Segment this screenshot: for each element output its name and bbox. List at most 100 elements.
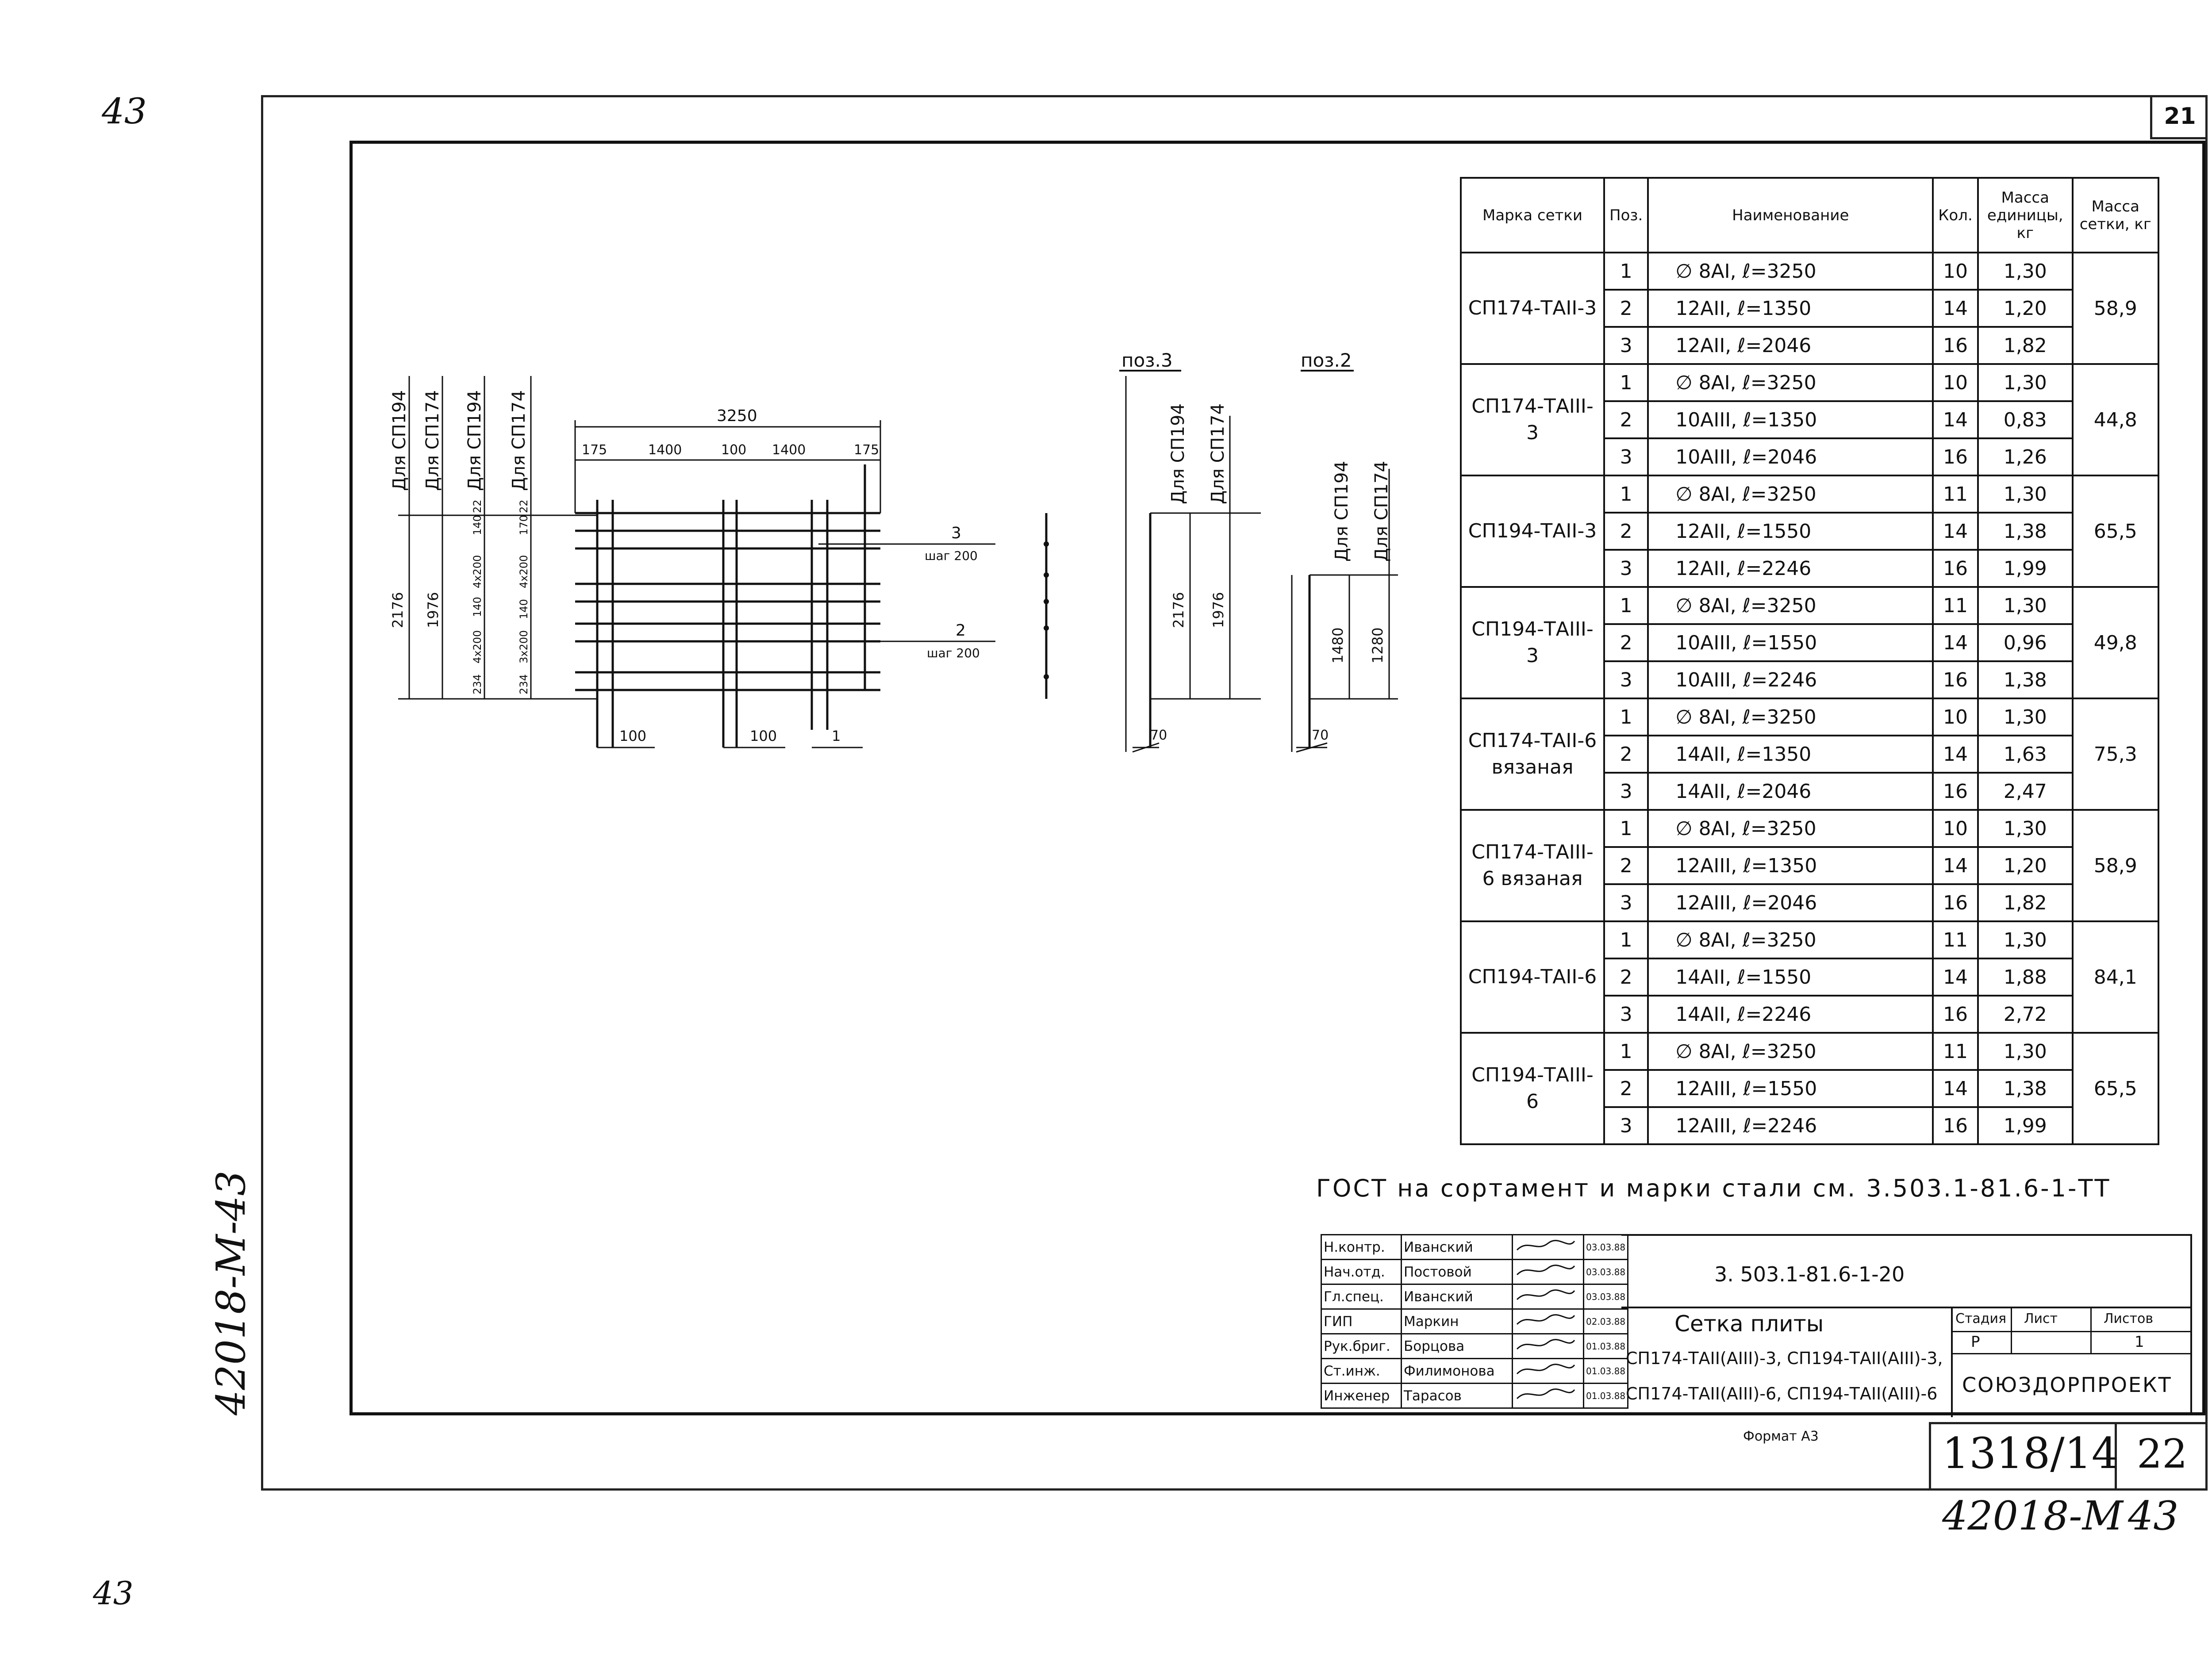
dim-seg: 1400 bbox=[648, 442, 682, 458]
label-for-sp174: Для СП174 bbox=[509, 390, 529, 491]
dim-total: 3250 bbox=[717, 407, 757, 425]
pos3-label: поз.3 bbox=[1121, 349, 1173, 371]
cell-qty: 16 bbox=[1932, 995, 1979, 1034]
cell-qty: 16 bbox=[1932, 772, 1979, 811]
cell-pos: 1 bbox=[1603, 252, 1649, 291]
cell-pos: 1 bbox=[1603, 586, 1649, 625]
cell-pos: 2 bbox=[1603, 958, 1649, 997]
pos3-label-sp194: Для СП194 bbox=[1168, 403, 1188, 504]
dim-v1: 140 bbox=[471, 597, 484, 617]
pos2-bottom: 70 bbox=[1312, 728, 1329, 743]
mesh-mass: 58,9 bbox=[2071, 809, 2159, 922]
mesh-mark: СП174-ТАII-6 вязаная bbox=[1460, 698, 1605, 811]
dim-v2: 3х200 bbox=[518, 630, 530, 663]
cell-qty: 11 bbox=[1932, 586, 1979, 625]
dim-v2: 234 bbox=[518, 674, 530, 694]
dim-v2: 140 bbox=[518, 599, 530, 619]
cell-name: 12АIII, ℓ=1550 bbox=[1647, 1069, 1934, 1108]
bottom-dim: 100 bbox=[750, 728, 777, 744]
sig-date: 03.03.88 bbox=[1582, 1234, 1629, 1260]
cell-name: 14АII, ℓ=1550 bbox=[1647, 958, 1934, 997]
cell-name: 12АIII, ℓ=1350 bbox=[1647, 846, 1934, 885]
stage-header: Стадия bbox=[1955, 1311, 2007, 1326]
bottom-dim: 1 bbox=[832, 728, 841, 744]
dim-v2: 4х200 bbox=[518, 555, 530, 588]
sig-role: ГИП bbox=[1321, 1308, 1402, 1334]
cell-name: 10АIII, ℓ=1550 bbox=[1647, 623, 1934, 662]
cell-unit: 1,30 bbox=[1977, 586, 2074, 625]
mesh-mass: 44,8 bbox=[2071, 363, 2159, 476]
cell-qty: 14 bbox=[1932, 623, 1979, 662]
cell-unit: 1,26 bbox=[1977, 437, 2074, 476]
cell-unit: 1,30 bbox=[1977, 698, 2074, 736]
specification-table: Марка сетки Поз. Наименование Кол. Масса… bbox=[1460, 177, 2159, 1145]
cell-pos: 3 bbox=[1603, 883, 1649, 922]
mesh-mark: СП194-ТАIII-3 bbox=[1460, 586, 1605, 699]
pos2-h1: 1480 bbox=[1329, 627, 1346, 663]
cell-unit: 1,30 bbox=[1977, 920, 2074, 959]
sig-role: Инженер bbox=[1321, 1383, 1402, 1409]
pos3-h1: 2176 bbox=[1170, 592, 1187, 628]
title-line-1: Сетка плиты bbox=[1674, 1311, 1824, 1337]
cell-unit: 1,30 bbox=[1977, 252, 2074, 291]
mesh-mark: СП174-ТАII-3 bbox=[1460, 252, 1605, 365]
sig-name: Постовой bbox=[1401, 1259, 1513, 1285]
sig-role: Рук.бриг. bbox=[1321, 1333, 1402, 1359]
inventory-page: 43 bbox=[2128, 1493, 2179, 1539]
cell-qty: 10 bbox=[1932, 698, 1979, 736]
cell-pos: 3 bbox=[1603, 549, 1649, 588]
col-pos: Поз. bbox=[1603, 177, 1649, 253]
cell-qty: 16 bbox=[1932, 326, 1979, 365]
pos2-label-sp194: Для СП194 bbox=[1332, 461, 1352, 562]
signature bbox=[1512, 1308, 1584, 1334]
cell-name: 12АIII, ℓ=2046 bbox=[1647, 883, 1934, 922]
cell-qty: 14 bbox=[1932, 846, 1979, 885]
cell-name: ∅ 8АI, ℓ=3250 bbox=[1647, 698, 1934, 736]
label-for-sp194: Для СП194 bbox=[389, 390, 410, 491]
cell-qty: 14 bbox=[1932, 1069, 1979, 1108]
cell-unit: 1,99 bbox=[1977, 1106, 2074, 1145]
cell-qty: 10 bbox=[1932, 363, 1979, 402]
title-line-3: СП174-ТАII(АIII)-6, СП194-ТАII(АIII)-6 bbox=[1626, 1384, 1938, 1403]
cell-qty: 10 bbox=[1932, 809, 1979, 848]
cell-name: ∅ 8АI, ℓ=3250 bbox=[1647, 252, 1934, 291]
cell-name: ∅ 8АI, ℓ=3250 bbox=[1647, 920, 1934, 959]
cell-unit: 1,30 bbox=[1977, 363, 2074, 402]
mesh-mark: СП174-ТАIII-3 bbox=[1460, 363, 1605, 476]
cell-qty: 16 bbox=[1932, 437, 1979, 476]
mesh-mass: 65,5 bbox=[2071, 1032, 2159, 1145]
cell-unit: 1,38 bbox=[1977, 1069, 2074, 1108]
outer-frame bbox=[261, 95, 2208, 1491]
dim-v2: 22 bbox=[518, 499, 530, 513]
cell-unit: 0,83 bbox=[1977, 400, 2074, 439]
cell-qty: 11 bbox=[1932, 920, 1979, 959]
mesh-mark: СП194-ТАIII-6 bbox=[1460, 1032, 1605, 1145]
sheets-value: 1 bbox=[2135, 1333, 2144, 1351]
cell-pos: 2 bbox=[1603, 623, 1649, 662]
bar2-step: шаг 200 bbox=[927, 646, 980, 660]
cell-unit: 2,47 bbox=[1977, 772, 2074, 811]
archive-number: 1318/14 bbox=[1942, 1429, 2119, 1478]
stage-value: Р bbox=[1971, 1333, 1980, 1351]
cell-qty: 16 bbox=[1932, 1106, 1979, 1145]
cell-unit: 1,99 bbox=[1977, 549, 2074, 588]
dim-h1: 2176 bbox=[389, 592, 406, 628]
cell-qty: 11 bbox=[1932, 1032, 1979, 1071]
cell-name: ∅ 8АI, ℓ=3250 bbox=[1647, 363, 1934, 402]
cell-name: 10АIII, ℓ=2046 bbox=[1647, 437, 1934, 476]
cell-unit: 1,30 bbox=[1977, 475, 2074, 514]
